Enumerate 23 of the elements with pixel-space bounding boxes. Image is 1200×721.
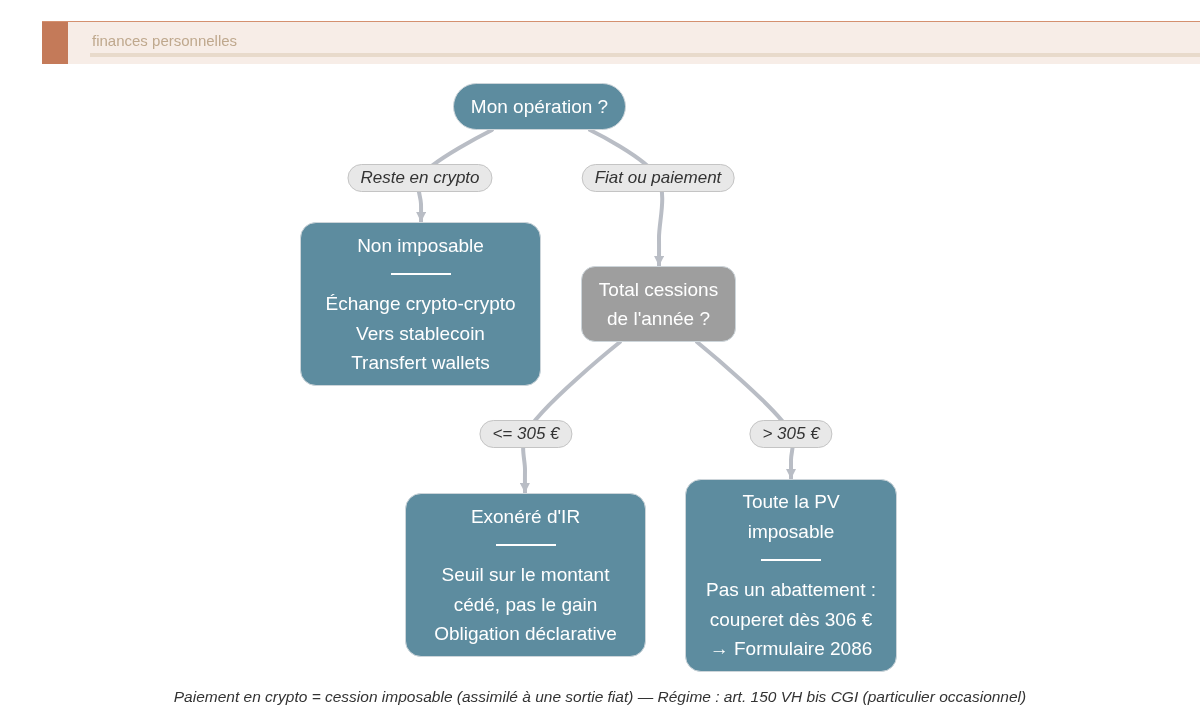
edge-label: > 305 €: [749, 420, 833, 448]
result-box: [405, 493, 646, 657]
body-text: → Formulaire 2086: [709, 637, 873, 662]
body-text: Seuil sur le montant cédé, pas le gain: [440, 563, 611, 617]
result-box: [300, 222, 541, 386]
heading-text: Toute la PV imposable: [741, 490, 841, 544]
body-text: Échange crypto-crypto: [325, 292, 516, 316]
question-text: Total cessions de l'année ?: [597, 277, 720, 331]
body-text: Obligation déclarative: [434, 622, 617, 646]
body-text: Transfert wallets: [351, 351, 490, 375]
body-text: Vers stablecoin: [356, 321, 485, 346]
heading-text: Exonéré d'IR: [470, 504, 581, 529]
result-box: [685, 479, 897, 672]
edge-label: Reste en crypto: [347, 164, 493, 192]
decision-box: [581, 266, 736, 342]
caption-text: Paiement en crypto = cession imposable (assimilé à une sortie fiat) — Régime : art. 150 VH bis CGI (particulier occasionnel): [173, 687, 1027, 707]
edge-label: Fiat ou paiement: [581, 164, 735, 192]
body-text: Pas un abattement : couperet dès 306 €: [704, 578, 878, 632]
question-text: Mon opération ?: [470, 94, 609, 119]
heading-text: Non imposable: [357, 233, 484, 258]
tagline-text: finances personnelles: [92, 32, 238, 50]
edge-label: <= 305 €: [479, 420, 573, 448]
question-pill: [453, 83, 626, 130]
